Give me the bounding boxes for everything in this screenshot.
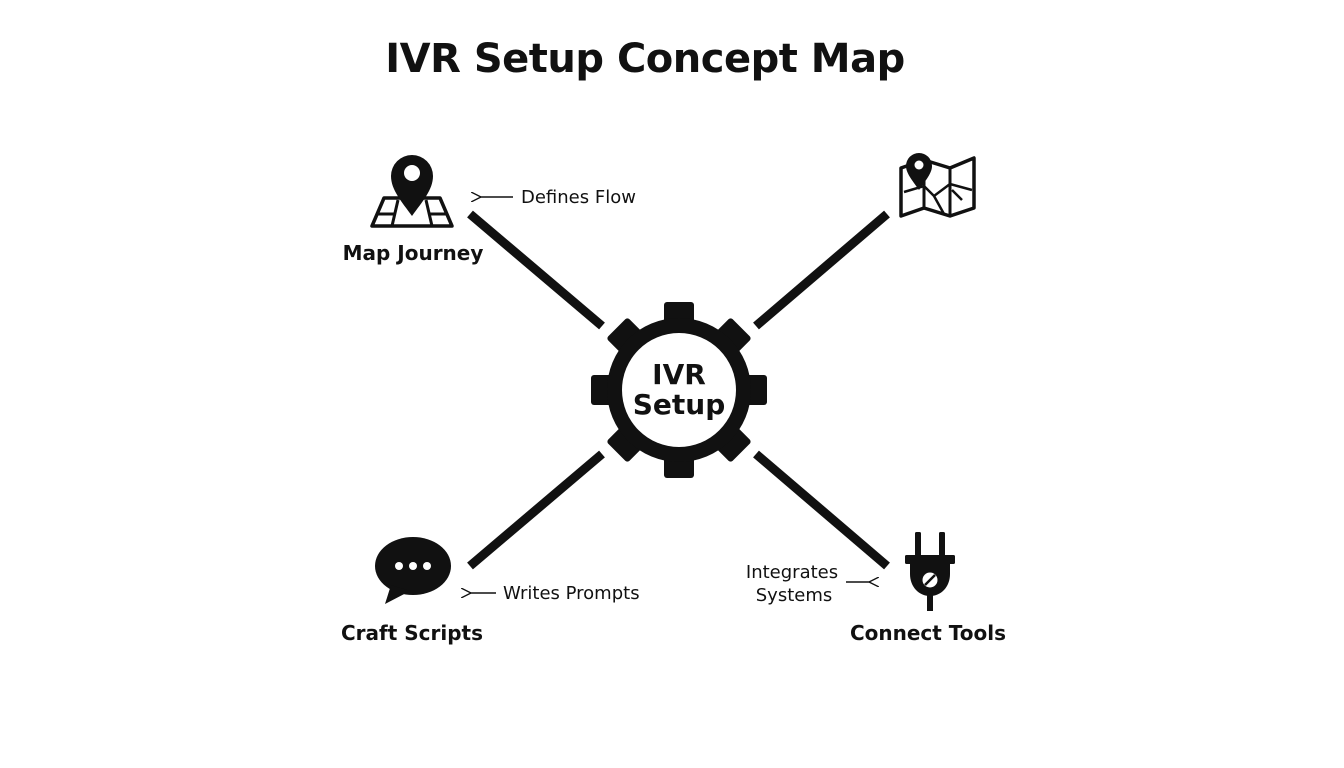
edge-label-map-journey: Defines Flow xyxy=(521,187,636,208)
page-title: IVR Setup Concept Map xyxy=(385,36,905,82)
center-label-line2: Setup xyxy=(633,388,726,421)
plug-icon xyxy=(905,532,955,611)
connector-craft-scripts xyxy=(467,450,605,570)
connector-connect-tools xyxy=(753,450,890,570)
edge-label-craft-scripts: Writes Prompts xyxy=(503,583,640,604)
edge-label-connect-tools-line2: Systems xyxy=(756,585,833,606)
speech-bubble-icon xyxy=(375,537,451,604)
connector-top-right xyxy=(753,210,890,330)
connector-map-journey xyxy=(467,210,605,330)
center-label-line1: IVR xyxy=(652,358,706,391)
edge-label-connect-tools-line1: Integrates xyxy=(746,562,838,583)
folded-map-icon xyxy=(899,153,976,218)
node-label-connect-tools: Connect Tools xyxy=(850,621,1006,645)
node-label-map-journey: Map Journey xyxy=(343,241,484,265)
location-map-icon xyxy=(370,155,454,228)
gear-icon xyxy=(591,302,767,478)
node-label-craft-scripts: Craft Scripts xyxy=(341,621,483,645)
